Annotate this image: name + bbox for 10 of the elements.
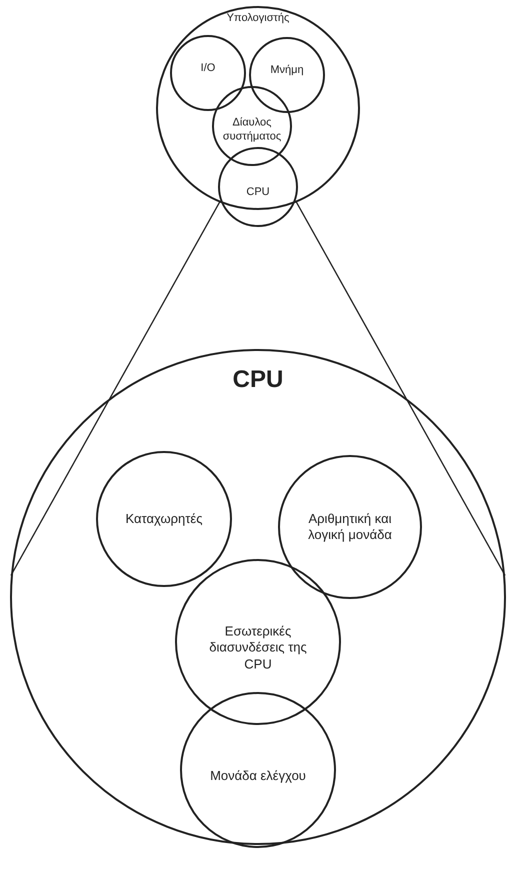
circle-label: Αριθμητική και λογική μονάδα	[307, 510, 393, 544]
circle-label: CPU	[245, 186, 271, 200]
circle-label: Μονάδα ελέγχου	[209, 768, 307, 784]
circle-title: CPU	[232, 365, 284, 395]
circle-label: Δίαυλος συστήματος	[222, 116, 282, 144]
circle-label: Υπολογιστής	[226, 12, 290, 26]
circle-label: I/O	[200, 62, 216, 76]
circle-label: Μνήμη	[269, 64, 305, 78]
circle-label: Εσωτερικές διασυνδέσεις της CPU	[208, 624, 308, 672]
circle-label: Καταχωρητές	[124, 510, 204, 528]
